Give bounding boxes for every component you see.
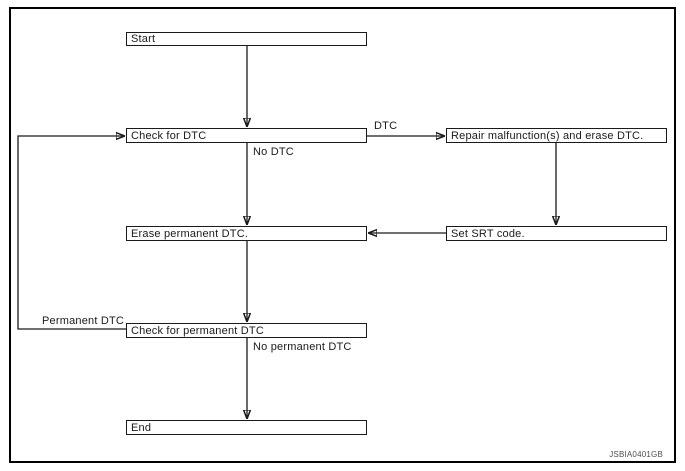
edge-label-no-permanent-dtc: No permanent DTC	[253, 341, 352, 353]
edge-label-no-dtc: No DTC	[253, 146, 294, 158]
node-set-srt-code: Set SRT code.	[446, 226, 667, 241]
diagram-border	[9, 7, 676, 463]
node-start: Start	[126, 32, 367, 46]
figure-code-watermark: JSBIA0401GB	[609, 450, 663, 459]
edge-label-permanent-dtc: Permanent DTC	[42, 315, 125, 327]
edge-label-dtc: DTC	[374, 120, 398, 132]
node-end: End	[126, 420, 367, 435]
node-repair-malfunction: Repair malfunction(s) and erase DTC.	[446, 128, 667, 143]
node-check-for-permanent-dtc: Check for permanent DTC	[126, 323, 367, 338]
node-erase-permanent-dtc: Erase permanent DTC.	[126, 226, 367, 241]
node-check-for-dtc: Check for DTC	[126, 128, 367, 143]
